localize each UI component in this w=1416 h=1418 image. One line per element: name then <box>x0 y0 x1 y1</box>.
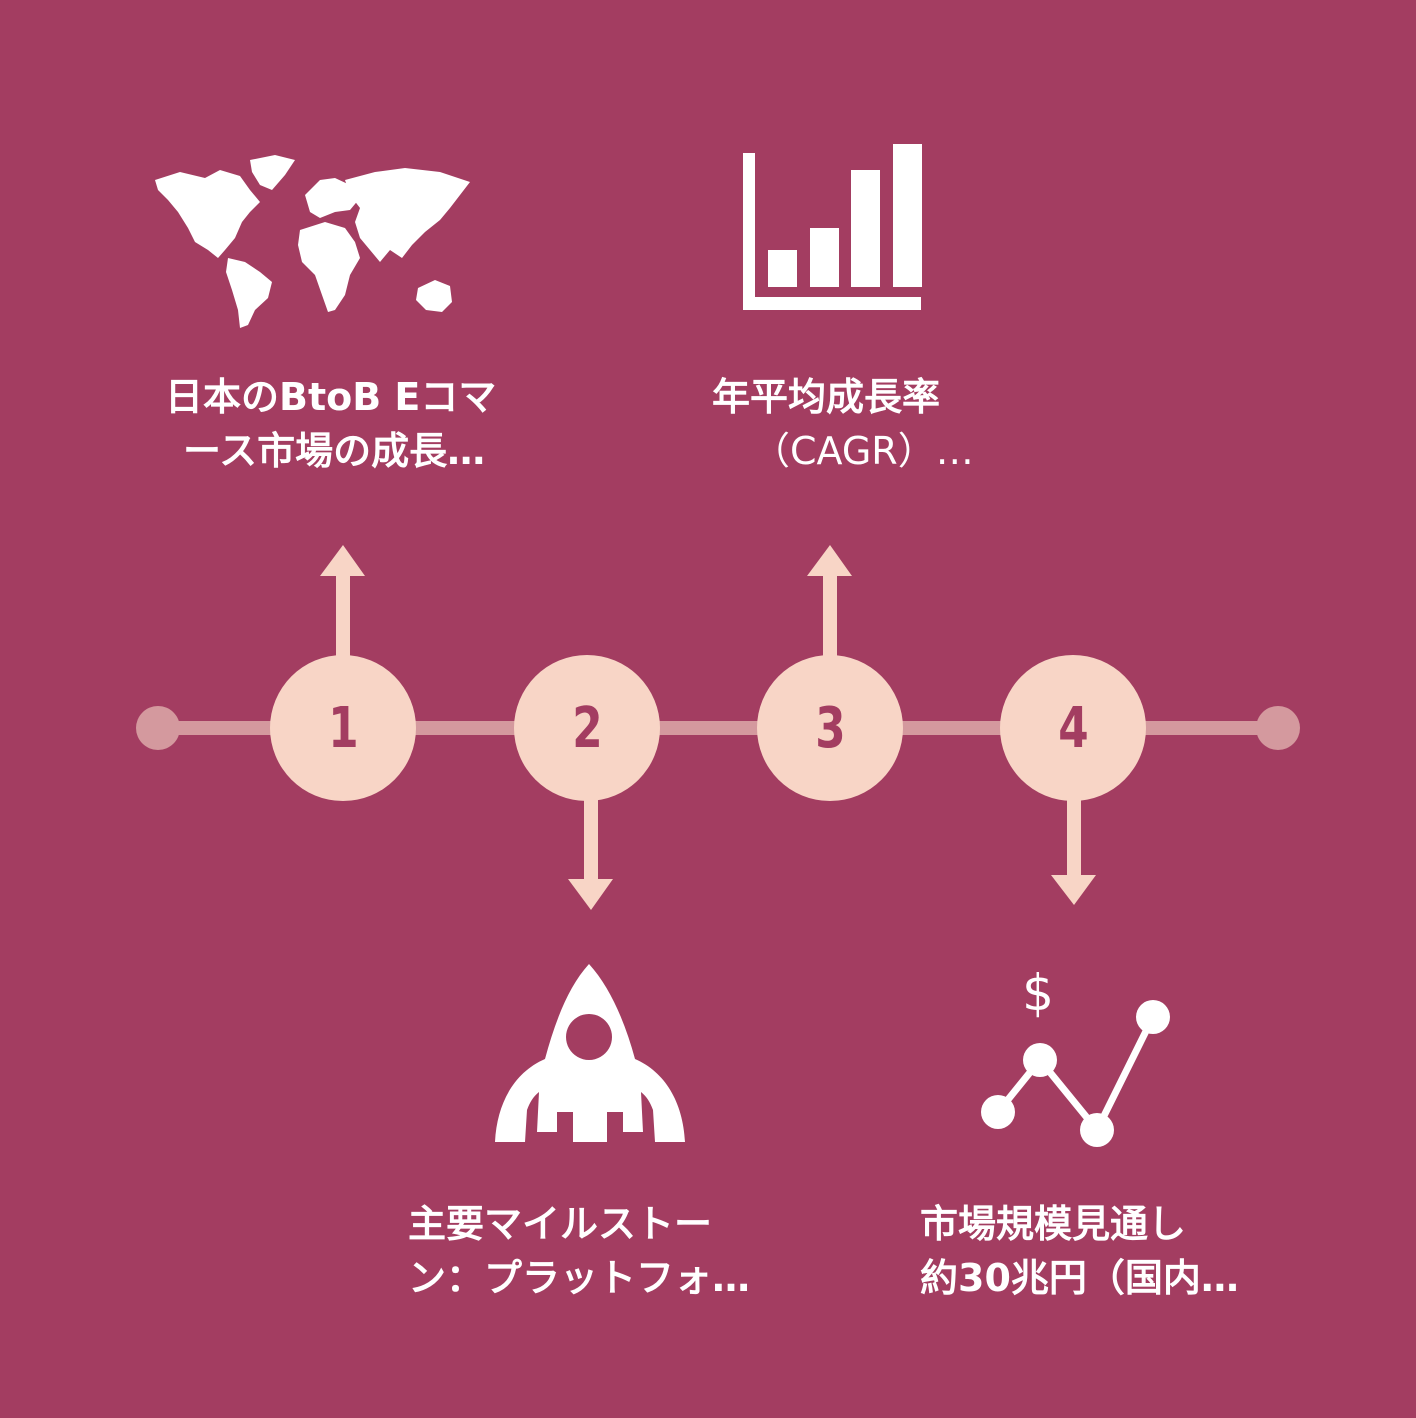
step-1-label: 日本のBtoB Eコマ ース市場の成長… <box>165 370 496 478</box>
arrow-down-icon <box>568 795 613 910</box>
label-line: （CAGR）… <box>752 429 974 473</box>
label-line: 主要マイルストー <box>408 1202 713 1246</box>
step-3-label: 年平均成長率 （CAGR）… <box>712 370 974 478</box>
bar-chart-icon <box>743 144 922 310</box>
world-map-icon <box>155 155 470 328</box>
label-line: 日本のBtoB Eコマ <box>165 375 497 419</box>
step-4-circle: 4 <box>1000 655 1146 801</box>
step-number: 3 <box>814 695 846 761</box>
step-1-circle: 1 <box>270 655 416 801</box>
timeline-end-dot <box>1256 706 1300 750</box>
step-3-circle: 3 <box>757 655 903 801</box>
dollar-sign-icon: $ <box>1022 964 1054 1022</box>
dollar-line-chart-icon: $ <box>981 964 1170 1147</box>
arrow-up-icon <box>807 545 852 660</box>
step-4-label: 市場規模見通し 約30兆円（国内… <box>920 1197 1239 1305</box>
arrow-up-icon <box>320 545 365 660</box>
label-line: ース市場の成長… <box>183 429 486 473</box>
label-line: 市場規模見通し <box>920 1202 1187 1246</box>
label-line: 約30兆円（国内… <box>920 1256 1239 1300</box>
rocket-icon <box>495 964 685 1142</box>
step-2-circle: 2 <box>514 655 660 801</box>
timeline-line <box>158 721 1278 735</box>
timeline-start-dot <box>136 706 180 750</box>
arrow-down-icon <box>1051 795 1096 905</box>
label-line: ン：プラットフォ… <box>408 1256 751 1300</box>
step-2-label: 主要マイルストー ン：プラットフォ… <box>408 1197 750 1305</box>
step-number: 2 <box>571 695 603 761</box>
step-number: 1 <box>327 695 359 761</box>
step-number: 4 <box>1057 695 1089 761</box>
label-line: 年平均成長率 <box>712 375 941 419</box>
